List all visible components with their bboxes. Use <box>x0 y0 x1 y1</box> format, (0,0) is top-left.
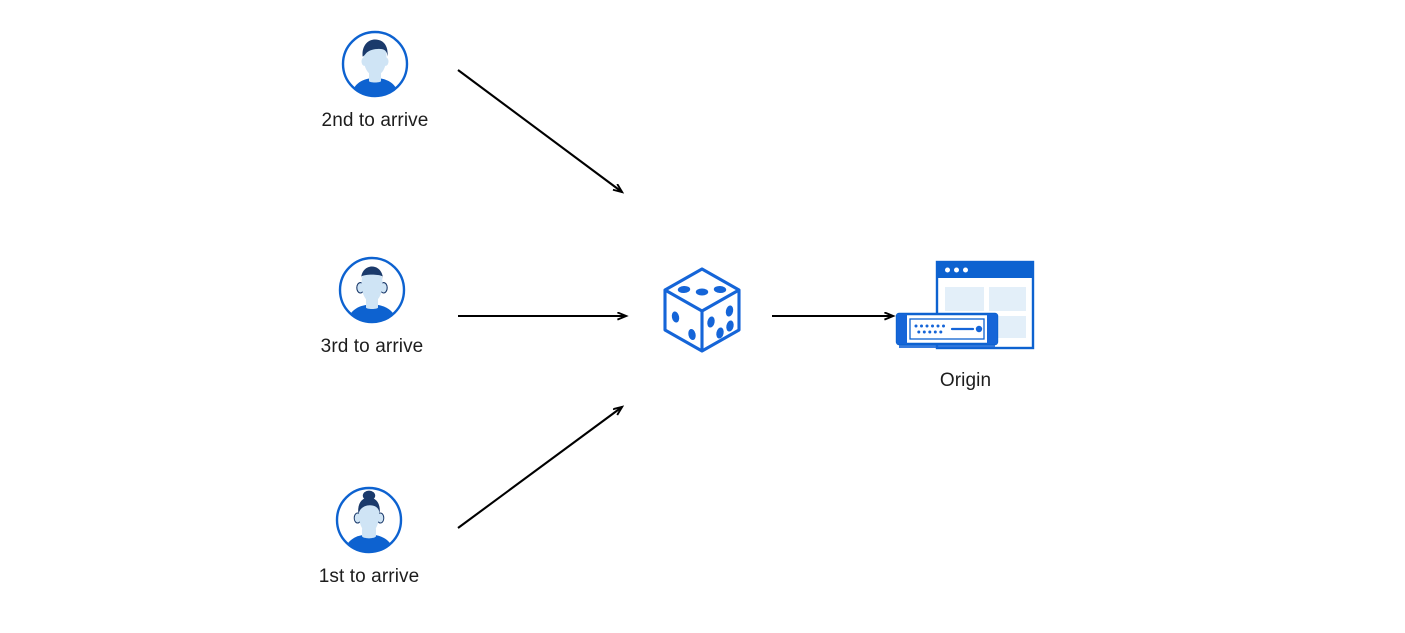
origin-server-icon <box>893 256 1038 360</box>
node-label-user-1st: 1st to arrive <box>318 566 420 587</box>
node-label-origin: Origin <box>939 370 992 391</box>
user-avatar-icon <box>333 484 405 556</box>
connector-2nd-to-randomizer <box>457 69 622 192</box>
user-avatar-icon <box>336 254 408 326</box>
connector-1st-to-randomizer <box>457 407 622 529</box>
node-randomizer[interactable] <box>658 264 746 356</box>
node-user-1st[interactable]: 1st to arrive <box>299 484 439 588</box>
node-origin[interactable]: Origin <box>893 256 1038 392</box>
node-label-user-2nd: 2nd to arrive <box>321 110 429 131</box>
server-appliance-glyph <box>895 312 999 348</box>
node-user-3rd[interactable]: 3rd to arrive <box>302 254 442 358</box>
dice-icon <box>658 264 746 356</box>
node-user-2nd[interactable]: 2nd to arrive <box>305 28 445 132</box>
user-avatar-icon <box>339 28 411 100</box>
node-label-user-3rd: 3rd to arrive <box>320 336 424 357</box>
